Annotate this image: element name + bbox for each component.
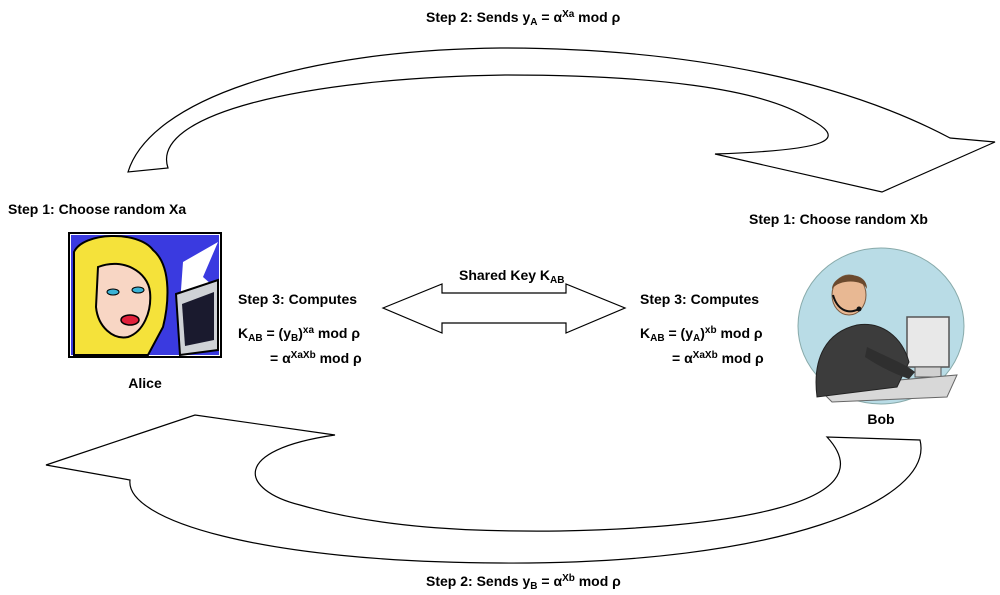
alice-icon: [68, 232, 222, 358]
bob-step3-title: Step 3: Computes: [640, 291, 760, 307]
bob-icon: [797, 247, 965, 405]
top-step-label: Step 2: Sends yA = αXa mod ρ: [426, 9, 621, 28]
top-curved-arrow: [127, 47, 996, 193]
alice-key-equation-line2: = αXaXb mod ρ: [270, 350, 362, 366]
bob-name: Bob: [867, 411, 895, 427]
bob-step1-label: Step 1: Choose random Xb: [749, 211, 928, 227]
alice-step1-label: Step 1: Choose random Xa: [8, 201, 187, 217]
bob-key-equation-line2: = αXaXb mod ρ: [672, 350, 764, 366]
alice-key-equation: KAB = (yB)xa mod ρ: [238, 325, 361, 344]
shared-key-label: Shared Key KAB: [459, 267, 565, 286]
shared-key-double-arrow: [381, 283, 627, 334]
bob-key-equation: KAB = (yA)xb mod ρ: [640, 325, 763, 344]
alice-step3-title: Step 3: Computes: [238, 291, 358, 307]
bottom-curved-arrow: [45, 414, 922, 564]
alice-name: Alice: [128, 375, 162, 391]
bottom-step-label: Step 2: Sends yB = αXb mod ρ: [426, 573, 621, 592]
